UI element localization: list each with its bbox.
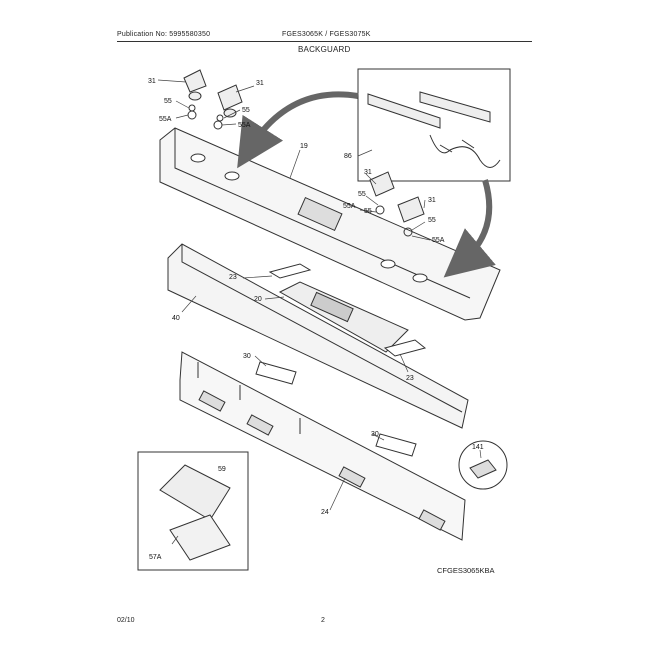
callout-washer-right: 55A	[238, 122, 251, 129]
control-panel-part	[159, 127, 501, 321]
control-board-part	[278, 281, 409, 353]
diagram-code: CFGES3065KBA	[437, 566, 495, 575]
leader-lines	[157, 79, 482, 545]
callout-clip-upper: 30	[243, 353, 251, 360]
harness-part	[458, 440, 508, 490]
callout-inset-part-a: 59	[218, 466, 226, 473]
callout-spring-mid-right: 55	[428, 217, 436, 224]
callout-inset-part-b: 57A	[149, 554, 162, 561]
knob-part-top-right	[217, 84, 243, 118]
callout-clip-lower: 30	[371, 431, 379, 438]
callout-washer-mid-left: 55A	[343, 203, 356, 210]
spring-parts	[187, 104, 224, 130]
callout-switch-assembly: 86	[344, 153, 352, 160]
knob-part-mid-left	[369, 171, 395, 215]
callout-spring-left: 55	[164, 98, 172, 105]
callout-bracket-top: 23	[229, 274, 237, 281]
callout-spring-mid-left: 55	[358, 191, 366, 198]
trim-part	[167, 243, 469, 429]
callout-spring-right: 55	[242, 107, 250, 114]
bracket-parts	[268, 263, 427, 357]
footer-date: 02/10	[117, 617, 135, 624]
callout-knob-mid-right: 31	[428, 197, 436, 204]
publication-number: Publication No: 5995580350	[117, 31, 211, 38]
callout-panel: 19	[300, 143, 308, 150]
header-rule	[117, 41, 532, 42]
flow-arrow-right	[443, 179, 496, 278]
callout-control-board: 20	[254, 296, 262, 303]
lower-left-inset	[137, 451, 249, 571]
callout-washer-mid-right: 55A	[432, 237, 445, 244]
model-numbers: FGES3065K / FGES3075K	[282, 31, 371, 38]
page-number: 2	[321, 617, 325, 624]
callout-washer-left: 55A	[159, 116, 172, 123]
switch-assembly-inset	[357, 68, 511, 182]
section-title: BACKGUARD	[298, 45, 351, 54]
callout-spring-mid-left-b: 55	[364, 208, 372, 215]
callout-harness: 141	[472, 444, 484, 451]
callout-backguard: 24	[321, 509, 329, 516]
flow-arrow-left	[237, 91, 359, 169]
callout-bracket-bottom: 23	[406, 375, 414, 382]
callout-knob-top-right: 31	[256, 80, 264, 87]
clip-parts	[255, 361, 417, 457]
callout-knob-mid-left: 31	[364, 169, 372, 176]
backguard-part	[179, 351, 466, 541]
knob-part-mid-right	[397, 196, 425, 237]
callout-knob-top-left: 31	[148, 78, 156, 85]
callout-trim: 40	[172, 315, 180, 322]
knob-part-top-left	[183, 69, 207, 101]
